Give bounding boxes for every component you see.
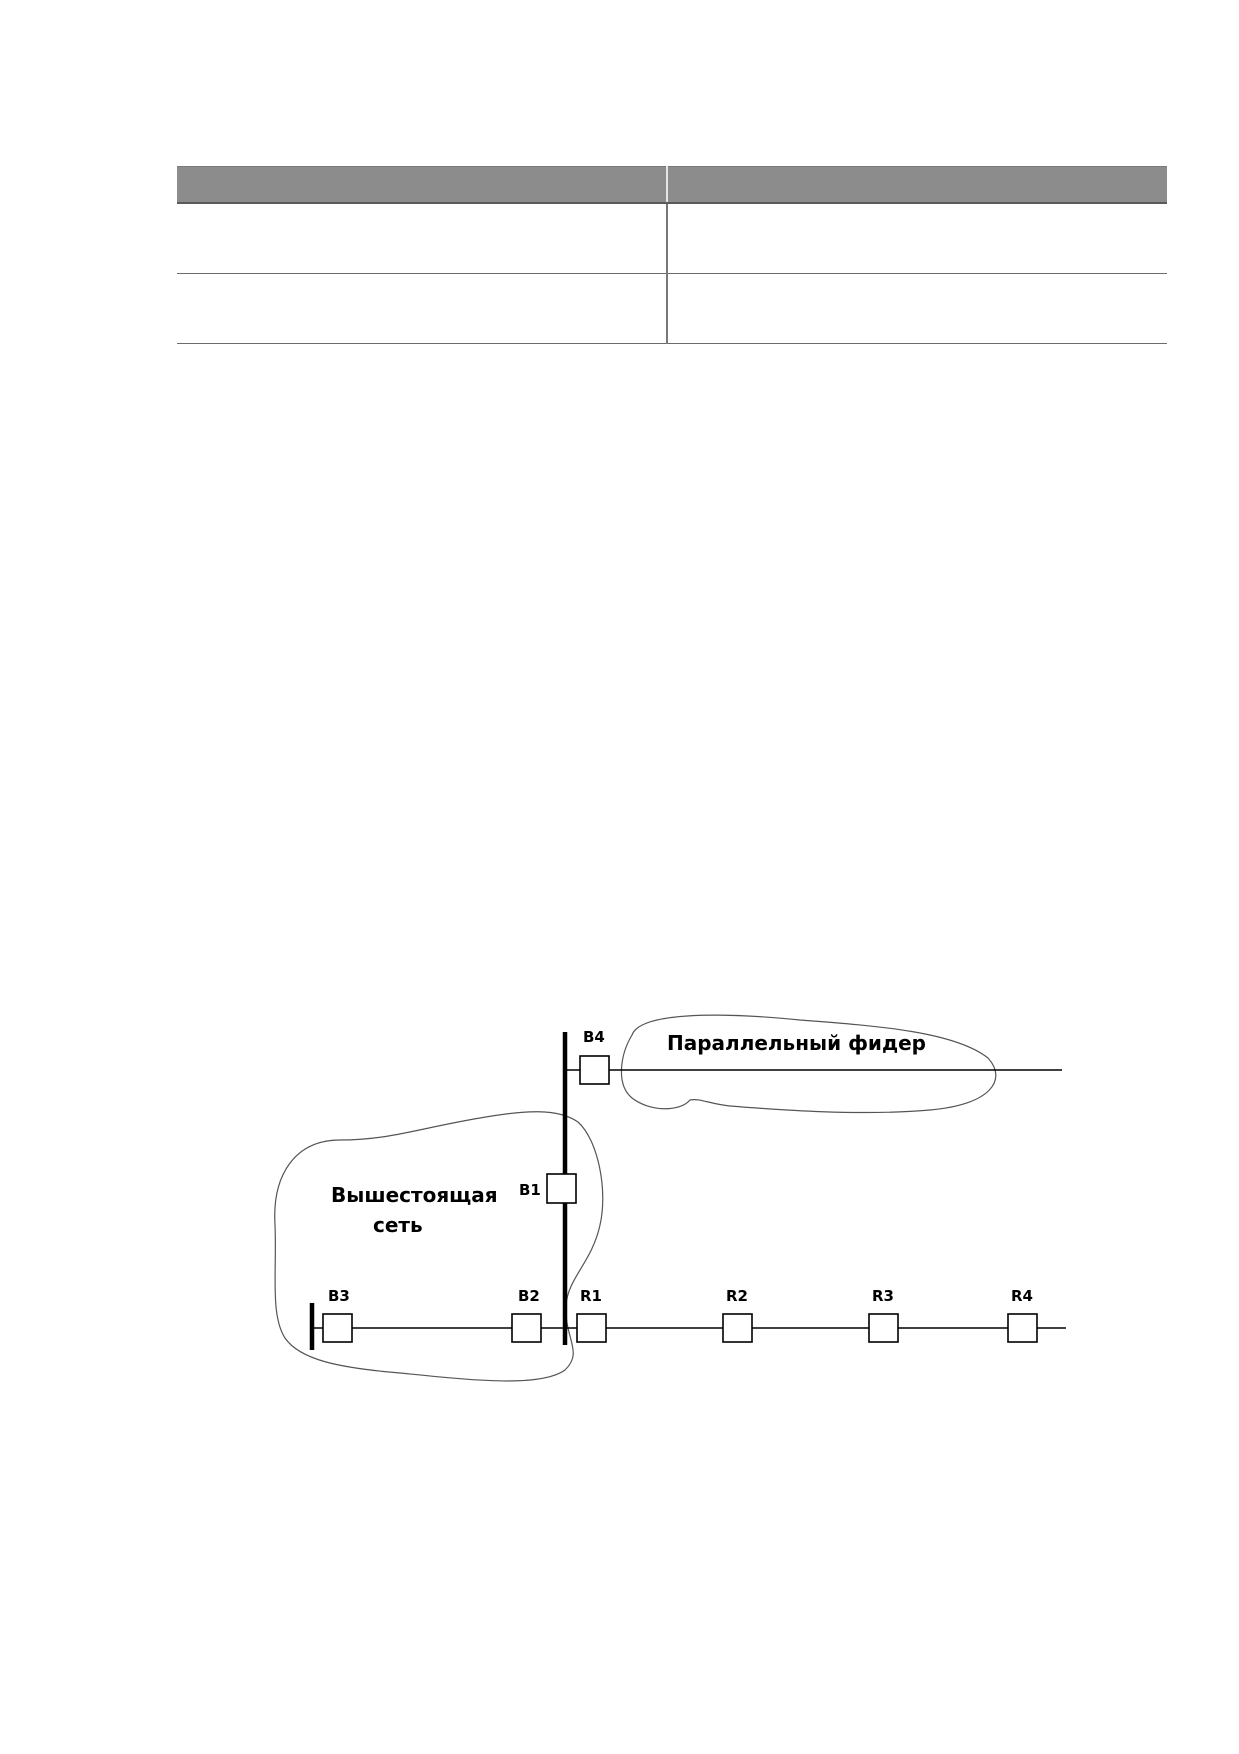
table-header-cell <box>666 166 1167 204</box>
table-row <box>177 273 1167 344</box>
label-r3: R3 <box>872 1287 894 1305</box>
label-b1: B1 <box>519 1181 541 1199</box>
switch-r4 <box>1007 1313 1038 1343</box>
label-upstream-network-2: сеть <box>373 1213 423 1237</box>
data-table <box>177 166 1167 344</box>
label-b4: B4 <box>583 1028 605 1046</box>
label-r2: R2 <box>726 1287 748 1305</box>
table-row <box>177 203 1167 274</box>
switch-b3 <box>322 1313 353 1343</box>
table-cell <box>177 273 667 344</box>
parallel-feeder-region <box>620 1014 997 1114</box>
table-cell <box>666 203 1167 274</box>
table-header-row <box>177 166 1167 204</box>
label-b3: B3 <box>328 1287 350 1305</box>
switch-b1 <box>546 1173 577 1204</box>
switch-r2 <box>722 1313 753 1343</box>
switch-r1 <box>576 1313 607 1343</box>
upstream-network-outline <box>274 1111 604 1382</box>
label-r1: R1 <box>580 1287 602 1305</box>
label-b2: B2 <box>518 1287 540 1305</box>
switch-b2 <box>511 1313 542 1343</box>
switch-b4 <box>579 1055 610 1085</box>
label-parallel-feeder: Параллельный фидер <box>667 1031 926 1055</box>
table-header-cell <box>177 166 667 204</box>
table-cell <box>666 273 1167 344</box>
label-upstream-network-1: Вышестоящая <box>331 1183 498 1207</box>
label-r4: R4 <box>1011 1287 1033 1305</box>
table-cell <box>177 203 667 274</box>
switch-r3 <box>868 1313 899 1343</box>
